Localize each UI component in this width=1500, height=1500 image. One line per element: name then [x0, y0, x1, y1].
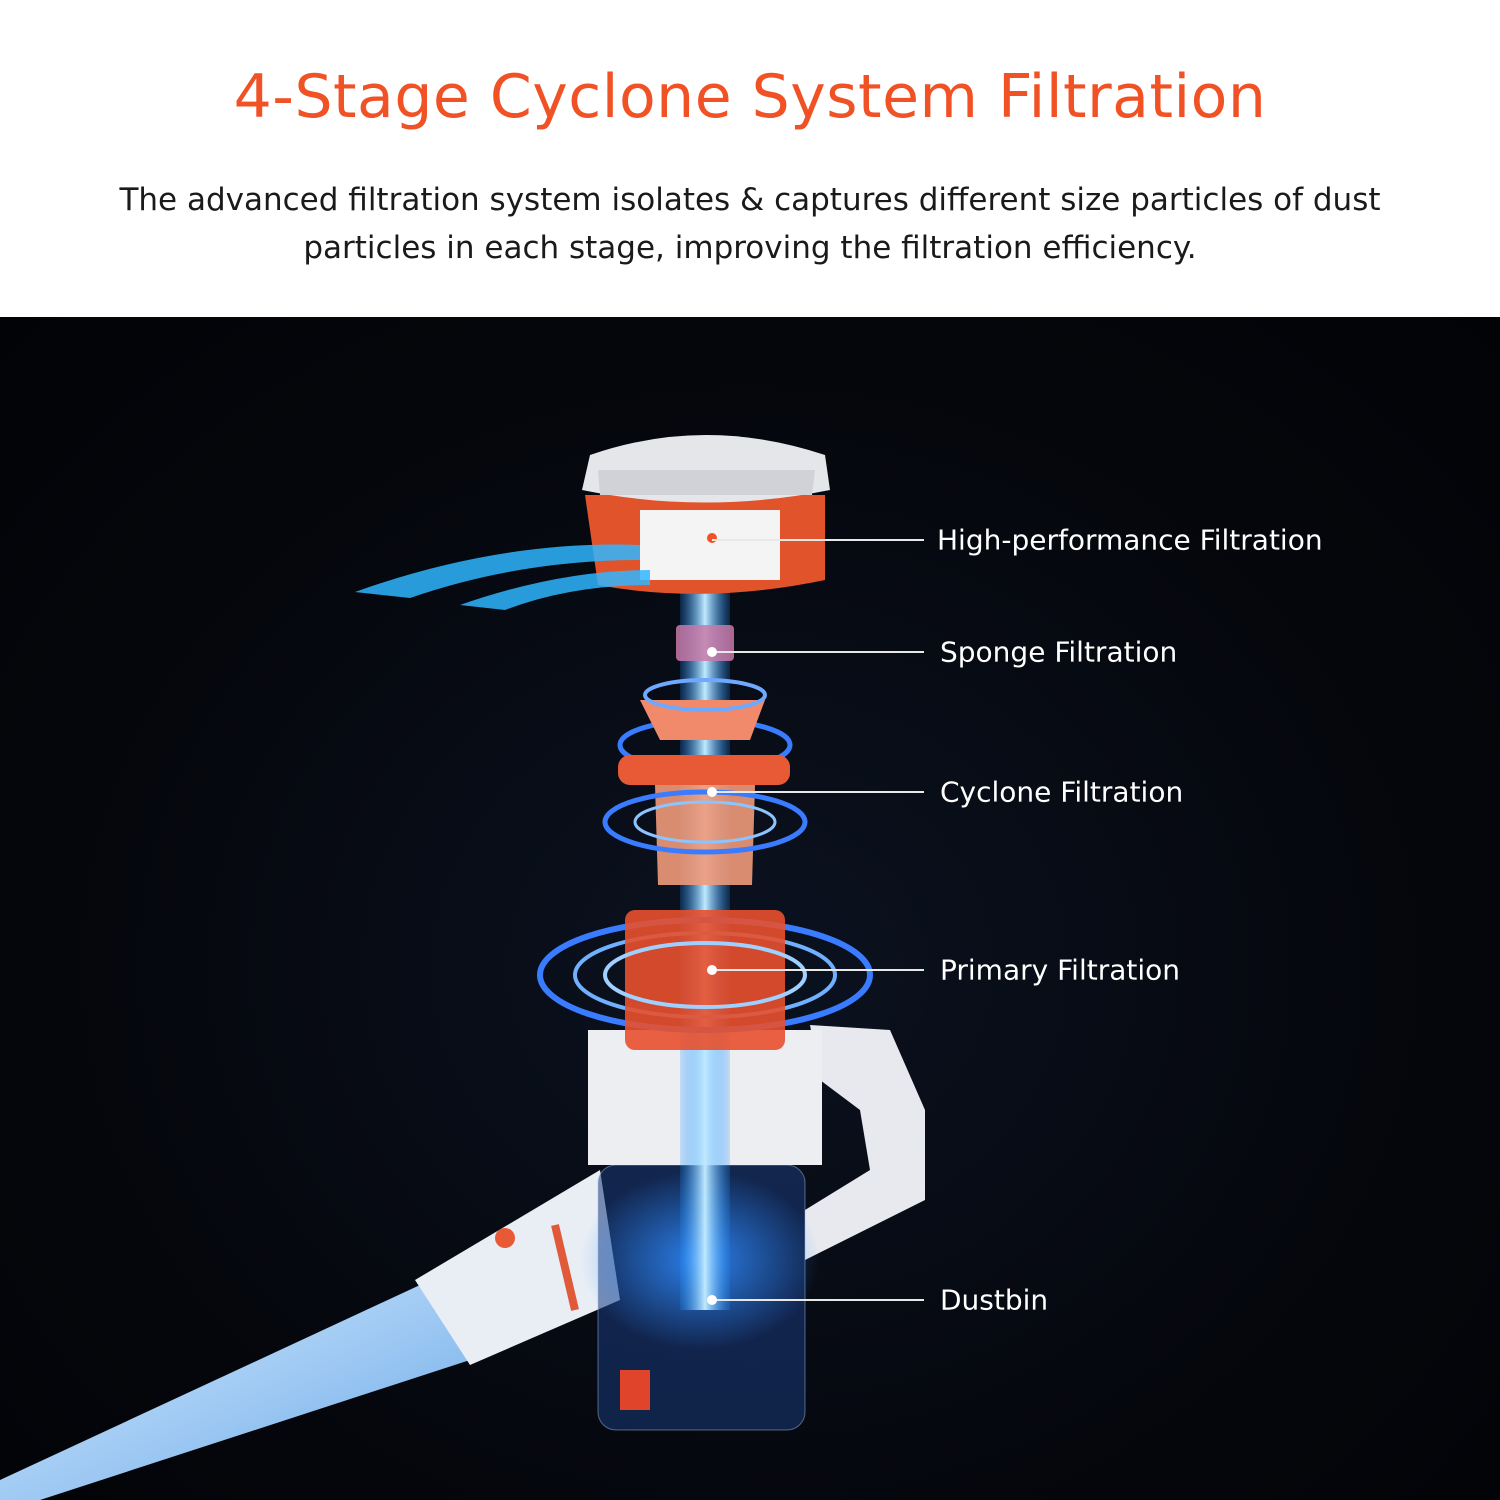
handle: [805, 1025, 925, 1260]
label-primary-filtration: Primary Filtration: [940, 953, 1181, 987]
label-high-performance-filtration: High-performance Filtration: [937, 523, 1323, 557]
leader-line: [712, 1299, 924, 1301]
cyclone-cone: [655, 785, 755, 885]
exhaust-airflow: [355, 544, 640, 598]
header: 4-Stage Cyclone System Filtration The ad…: [0, 0, 1500, 317]
marker-dot: [707, 647, 717, 657]
connector-ring: [551, 1224, 579, 1311]
marker-dot: [707, 965, 717, 975]
label-sponge-filtration: Sponge Filtration: [940, 635, 1178, 669]
vacuum-tube: [0, 1285, 470, 1500]
page-subtitle: The advanced filtration system isolates …: [119, 182, 1381, 266]
primary-filter: [625, 910, 785, 1050]
marker-dot: [707, 1295, 717, 1305]
tube-connector: [415, 1170, 620, 1365]
leader-line: [712, 791, 924, 793]
leader-line: [712, 651, 924, 653]
sponge-filter: [676, 625, 734, 661]
page-title: 4-Stage Cyclone System Filtration: [233, 62, 1267, 132]
leader-line: [712, 539, 924, 541]
marker-dot: [707, 787, 717, 797]
label-cyclone-filtration: Cyclone Filtration: [940, 775, 1184, 809]
label-dustbin: Dustbin: [940, 1283, 1049, 1317]
cyclone-rim: [618, 755, 790, 785]
release-button: [495, 1228, 515, 1248]
leader-line: [712, 969, 924, 971]
